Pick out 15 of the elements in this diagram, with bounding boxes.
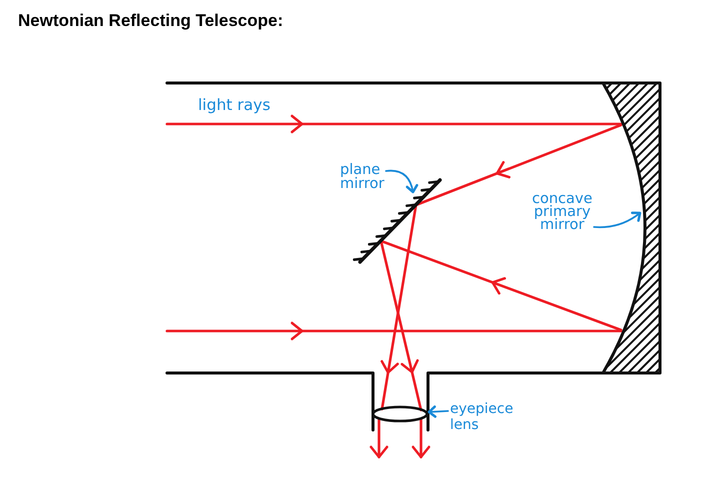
part-label: plane mirror xyxy=(340,163,384,191)
light-ray xyxy=(412,418,430,458)
light-ray xyxy=(380,240,422,412)
part-label: concave primary mirror xyxy=(532,193,592,232)
diagram-title: Newtonian Reflecting Telescope: xyxy=(18,11,284,31)
edge-label: light rays xyxy=(198,96,270,114)
light-ray xyxy=(166,114,622,134)
leader-arrow xyxy=(593,211,642,228)
light-ray xyxy=(166,322,622,340)
leader-arrow xyxy=(385,170,418,194)
part-label: eyepiece lens xyxy=(450,401,514,433)
light-ray xyxy=(380,204,418,410)
light-ray xyxy=(370,418,388,458)
leader-arrow xyxy=(428,405,449,418)
light-ray xyxy=(380,240,622,332)
